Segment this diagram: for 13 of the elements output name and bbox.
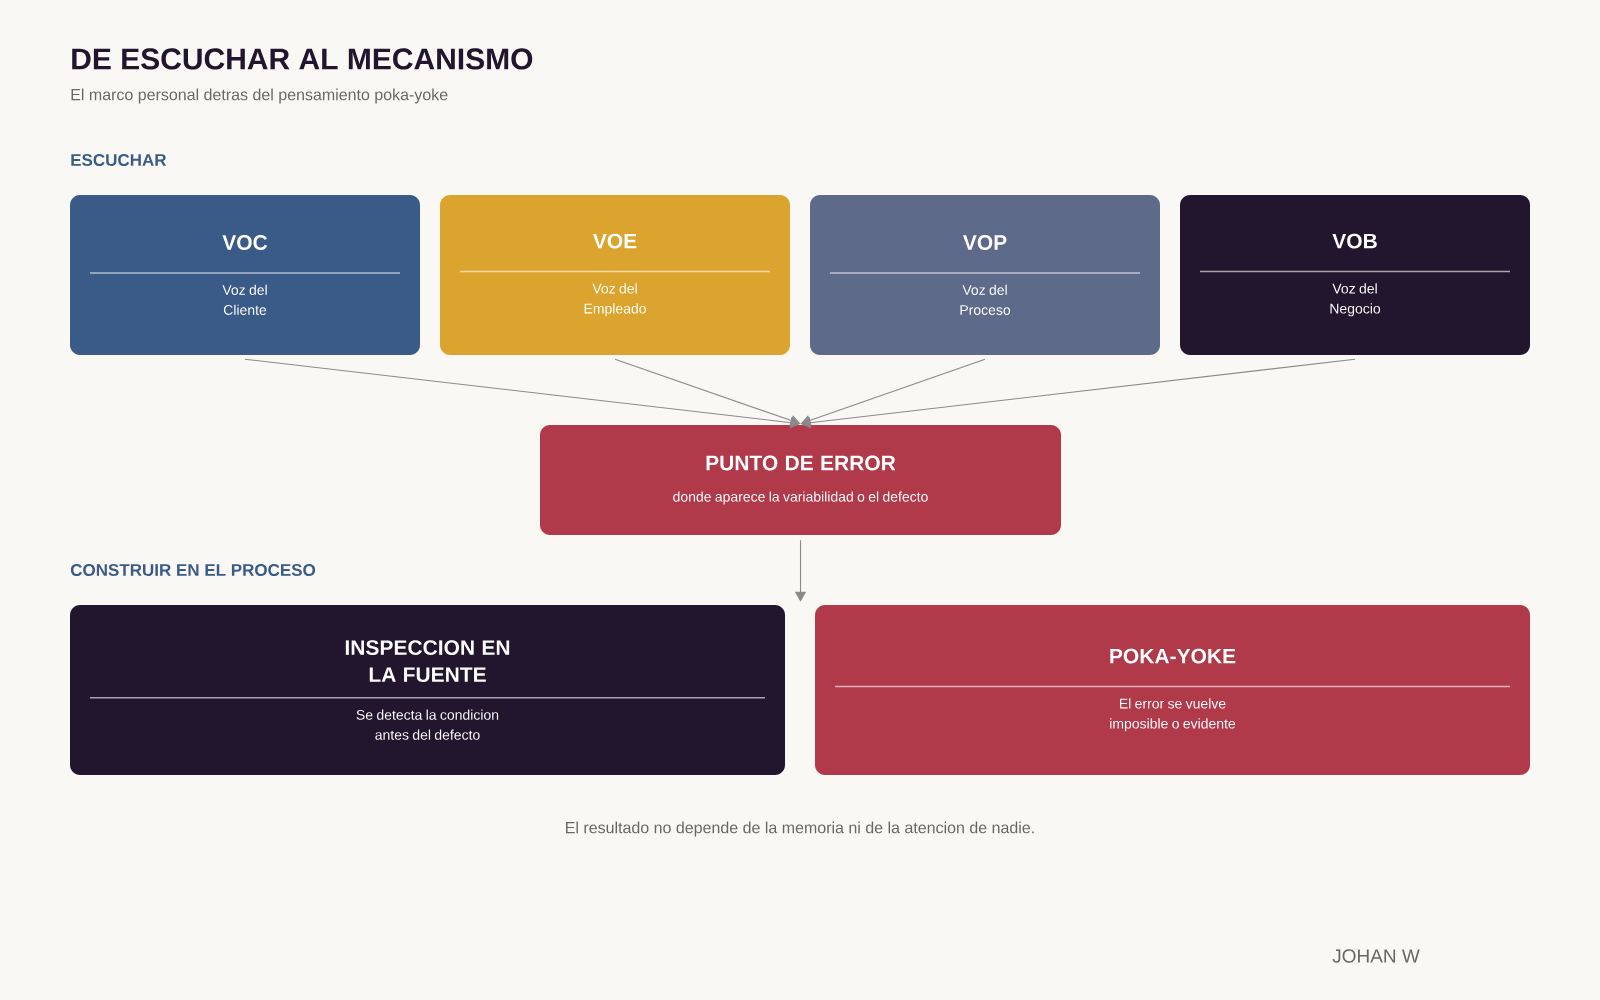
author-name: JOHAN W [1332,949,1420,963]
card: VOC Voz del Cliente [70,195,420,355]
card: VOB Voz del Negocio [1180,195,1530,355]
card: PUNTO DE ERROR donde aparece la variabilidad o el defecto [540,425,1061,535]
section-heading: ESCUCHAR [71,154,167,166]
footer-note: El resultado no depende de la memoria ni de la atencion de nadie. [566,821,1034,837]
card: VOE Voz del Empleado [440,195,790,355]
card: VOP Voz del Proceso [810,195,1160,355]
title: DE ESCUCHAR AL MECANISMO [72,48,533,70]
card: POKA-YOKE El error se vuelve imposible o evidente [815,605,1530,775]
subtitle: El marco personal detras del pensamiento poka-yoke [71,88,448,104]
card: INSPECCION EN LA FUENTE Se detecta la condicion antes del defecto [70,605,785,775]
section-heading: CONSTRUIR EN EL PROCESO [70,564,316,576]
